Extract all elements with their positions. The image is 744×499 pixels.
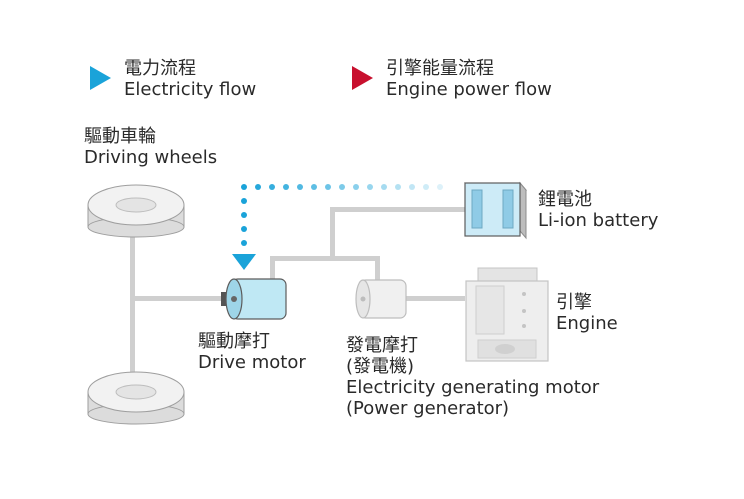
drive-motor-label-zh: 驅動摩打 [198, 331, 270, 352]
bottom-wheel-icon [87, 371, 185, 425]
battery-icon [463, 181, 528, 240]
flow-dot [367, 184, 373, 190]
legend-engine-en: Engine power flow [386, 79, 552, 100]
engine-label-zh: 引擎 [556, 292, 592, 313]
flow-dot [241, 184, 247, 190]
wheels-label-zh: 驅動車輪 [84, 126, 156, 147]
battery-label-zh: 鋰電池 [538, 189, 592, 210]
flow-arrow-head-icon [232, 254, 256, 270]
flow-dot [395, 184, 401, 190]
flow-dot [339, 184, 345, 190]
generator-label: 發電摩打 (發電機) Electricity generating motor … [346, 335, 599, 419]
engine-label: 引擎 Engine [556, 292, 618, 334]
drive-shaft [135, 296, 225, 301]
legend-engine-zh: 引擎能量流程 [386, 58, 494, 79]
flow-dot [241, 226, 247, 232]
wheels-label-en: Driving wheels [84, 147, 218, 168]
generator-label-zh: 發電摩打 [346, 335, 418, 356]
engine-label-en: Engine [556, 313, 618, 334]
battery-label-en: Li-ion battery [538, 210, 659, 231]
wheels-label: 驅動車輪 Driving wheels [84, 126, 217, 168]
flow-dot [353, 184, 359, 190]
electricity-flow-triangle-icon [90, 66, 111, 90]
power-lines [270, 207, 465, 301]
flow-dot [241, 198, 247, 204]
top-wheel-icon [87, 184, 185, 238]
legend-engine: 引擎能量流程 Engine power flow [386, 58, 552, 100]
flow-dot [437, 184, 443, 190]
legend-electricity-zh: 電力流程 [124, 58, 196, 79]
drive-motor-icon [221, 278, 287, 320]
engine-icon [465, 267, 549, 362]
flow-dot [255, 184, 261, 190]
generator-icon [355, 279, 407, 319]
flow-dot [297, 184, 303, 190]
drive-motor-label-en: Drive motor [198, 352, 306, 373]
flow-dot [241, 212, 247, 218]
flow-dot [269, 184, 275, 190]
flow-dot [241, 240, 247, 246]
generator-label-en: Electricity generating motor [346, 377, 600, 398]
generator-label-zh2: (發電機) [346, 356, 415, 377]
electricity-flow-dots [241, 184, 443, 246]
flow-dot [311, 184, 317, 190]
flow-dot [423, 184, 429, 190]
legend-electricity-en: Electricity flow [124, 79, 257, 100]
flow-dot [409, 184, 415, 190]
battery-label: 鋰電池 Li-ion battery [538, 189, 658, 231]
legend-electricity: 電力流程 Electricity flow [124, 58, 256, 100]
flow-dot [283, 184, 289, 190]
generator-label-en2: (Power generator) [346, 398, 510, 419]
axle [130, 224, 135, 384]
flow-dot [381, 184, 387, 190]
drive-motor-label: 驅動摩打 Drive motor [198, 331, 306, 373]
engine-flow-triangle-icon [352, 66, 373, 90]
flow-dot [325, 184, 331, 190]
